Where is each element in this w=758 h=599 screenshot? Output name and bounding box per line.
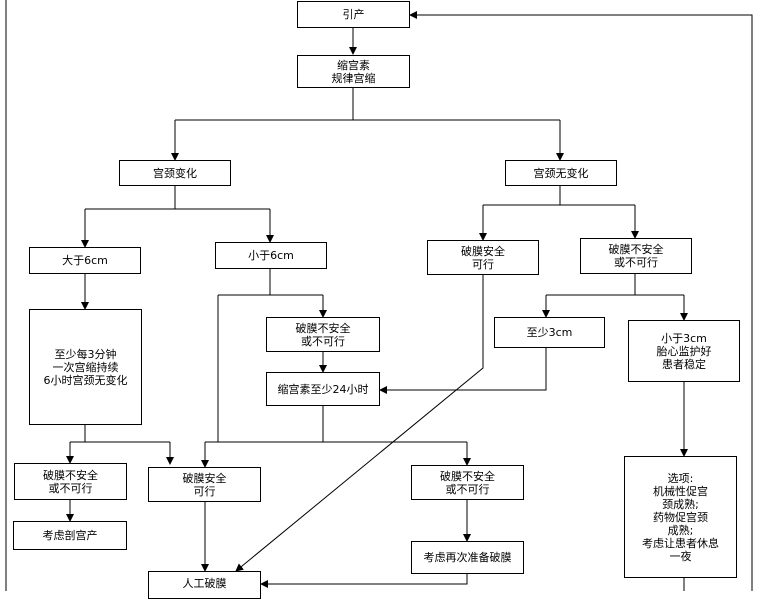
- options-box: 选项: 机械性促宫 颈成熟; 药物促宫颈 成熟; 考虑让患者休息 一夜: [624, 456, 737, 578]
- induction-label: 引产: [342, 8, 365, 21]
- rupture-unsafe-label-1: 破膜不安全 或不可行: [608, 243, 664, 269]
- gt6-box: 大于6cm: [29, 247, 141, 274]
- rupture-unsafe-box-3: 破膜不安全 或不可行: [14, 463, 127, 500]
- oxytocin-box: 缩宫素 规律宫缩: [297, 55, 410, 88]
- oxytocin24-label: 缩宫素至少24小时: [277, 382, 369, 396]
- induction-box: 引产: [297, 1, 410, 28]
- reconsider-box: 考虑再次准备破膜: [411, 541, 524, 574]
- cervix-no-change-label: 宫颈无变化: [533, 166, 589, 180]
- oxytocin-label: 缩宫素 规律宫缩: [331, 58, 376, 85]
- lt3-label: 小于3cm 胎心监护好 患者稳定: [656, 331, 712, 371]
- rupture-safe-box-2: 破膜安全 可行: [148, 467, 261, 502]
- cervix-change-label: 宫颈变化: [153, 166, 197, 180]
- rupture-safe-label-2: 破膜安全 可行: [182, 471, 227, 498]
- rupture-unsafe-box-1: 破膜不安全 或不可行: [580, 238, 692, 274]
- rupture-unsafe-box-2: 破膜不安全 或不可行: [266, 317, 380, 352]
- loop-back-connector: [409, 11, 753, 591]
- oxytocin24-box: 缩宫素至少24小时: [266, 372, 380, 406]
- amniotomy-label: 人工破膜: [182, 577, 227, 590]
- amniotomy-box: 人工破膜: [148, 571, 261, 599]
- cervix-no-change-box: 宫颈无变化: [505, 160, 617, 186]
- reconsider-label: 考虑再次准备破膜: [423, 551, 512, 564]
- cervix-change-box: 宫颈变化: [119, 160, 231, 186]
- rupture-unsafe-label-3: 破膜不安全 或不可行: [43, 468, 98, 495]
- lt3-box: 小于3cm 胎心监护好 患者稳定: [628, 320, 740, 382]
- cesarean-label: 考虑剖宫产: [42, 529, 98, 542]
- lt6-box: 小于6cm: [215, 242, 327, 269]
- rupture-unsafe-box-4: 破膜不安全 或不可行: [411, 465, 524, 500]
- cesarean-box: 考虑剖宫产: [13, 521, 127, 550]
- rupture-safe-box-1: 破膜安全 可行: [427, 240, 539, 275]
- rupture-safe-label-1: 破膜安全 可行: [461, 244, 505, 271]
- gt6-label: 大于6cm: [62, 254, 108, 267]
- contractions-box: 至少每3分钟 一次宫缩持续 6小时宫颈无变化: [29, 309, 142, 425]
- rupture-unsafe-label-2: 破膜不安全 或不可行: [295, 321, 351, 348]
- options-label: 选项: 机械性促宫 颈成熟; 药物促宫颈 成熟; 考虑让患者休息 一夜: [642, 471, 719, 563]
- atleast3-box: 至少3cm: [494, 317, 605, 348]
- contractions-label: 至少每3分钟 一次宫缩持续 6小时宫颈无变化: [43, 347, 128, 387]
- atleast3-label: 至少3cm: [526, 326, 573, 339]
- rupture-unsafe-label-4: 破膜不安全 或不可行: [440, 469, 495, 496]
- lt6-label: 小于6cm: [248, 249, 294, 262]
